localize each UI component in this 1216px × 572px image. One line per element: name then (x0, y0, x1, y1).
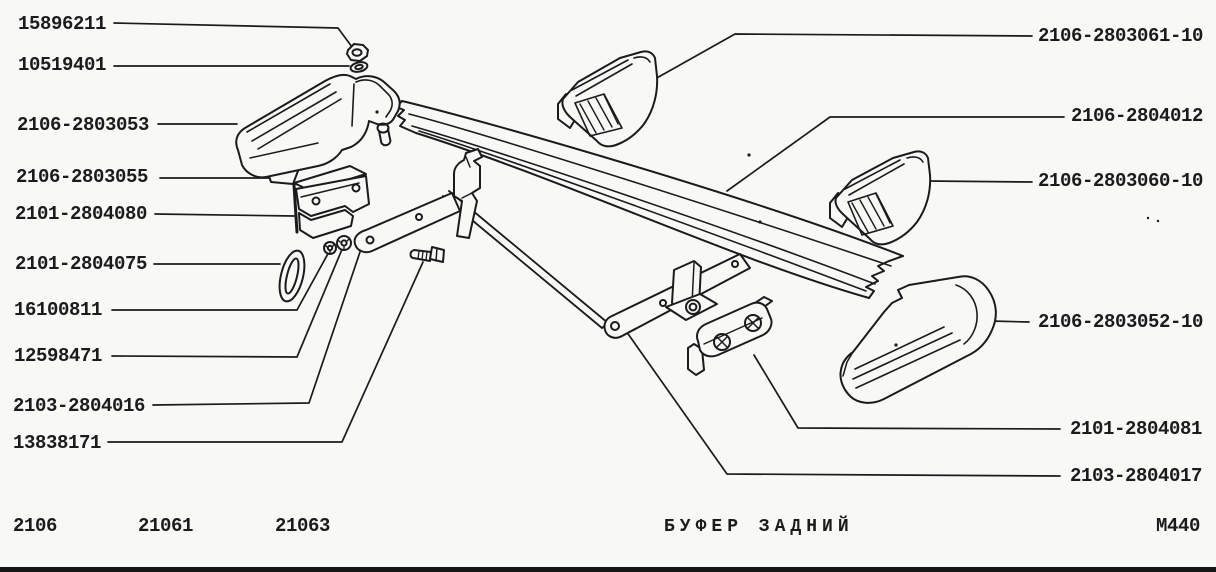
part-label-screw-plate: 2101-2804081 (1069, 418, 1202, 440)
part-nut-left (323, 241, 337, 255)
leader-bracket-left (154, 213, 295, 217)
part-side-overlay-left (235, 73, 401, 179)
part-nut (346, 43, 369, 62)
model-code-21063: 21063 (275, 515, 331, 537)
leader-overrider-right (926, 180, 1033, 183)
part-label-corner-right: 2106-2803052-10 (1037, 311, 1203, 333)
leader-nut-left (111, 249, 331, 311)
part-label-nut-left: 16100811 (14, 299, 103, 321)
part-label-stay-right: 2103-2804017 (1069, 465, 1202, 487)
part-rivet-small (376, 122, 392, 147)
part-label-bumper-bar: 2106-2804012 (1070, 105, 1203, 127)
part-nut-right (336, 235, 352, 251)
leader-stay-right (625, 330, 1061, 477)
paper-specks (1146, 216, 1160, 223)
leader-corner-right (989, 320, 1030, 323)
page-edge-rule (0, 567, 1216, 572)
part-bumper-bar (395, 100, 904, 299)
part-bolt (409, 246, 445, 263)
leader-nut (113, 22, 353, 48)
model-code-2106: 2106 (13, 515, 58, 537)
part-stay-right (603, 253, 751, 339)
leader-screw-plate (753, 354, 1061, 430)
model-code-21061: 21061 (138, 515, 194, 537)
part-oval-pad (278, 249, 306, 303)
part-label-bracket-left: 2101-2804080 (15, 203, 148, 225)
part-label-nut: 15896211 (18, 13, 107, 35)
part-label-overlay-lower-left: 2106-2803055 (16, 166, 149, 188)
part-label-bolt: 13838171 (13, 432, 102, 454)
part-label-oval-pad: 2101-2804075 (15, 253, 148, 275)
leader-nut-right (111, 246, 344, 358)
leader-stay-left (152, 248, 362, 406)
part-corner-right (839, 275, 997, 404)
part-overrider-top (557, 50, 659, 148)
part-stay-bracket (453, 148, 483, 239)
part-label-overrider-top: 2106-2803061-10 (1037, 25, 1203, 47)
part-overrider-right (829, 150, 932, 246)
part-washer (349, 61, 369, 73)
part-label-stay-left: 2103-2804016 (13, 395, 146, 417)
leader-lines (107, 22, 1065, 477)
part-label-side-overlay-left: 2106-2803053 (17, 114, 150, 136)
diagram-title: БУФЕР ЗАДНИЙ (664, 517, 854, 537)
part-label-washer: 10519401 (18, 54, 107, 76)
leader-bolt (107, 261, 424, 443)
leader-overrider-top (654, 33, 1033, 80)
part-bracket-left (292, 165, 370, 239)
part-screw-plate (687, 296, 773, 376)
sheet-code: M440 (1156, 515, 1201, 537)
leader-bumper-bar (726, 116, 1065, 192)
part-label-overrider-right: 2106-2803060-10 (1037, 170, 1203, 192)
part-stay-left (353, 148, 483, 254)
part-label-nut-right: 12598471 (14, 345, 103, 367)
